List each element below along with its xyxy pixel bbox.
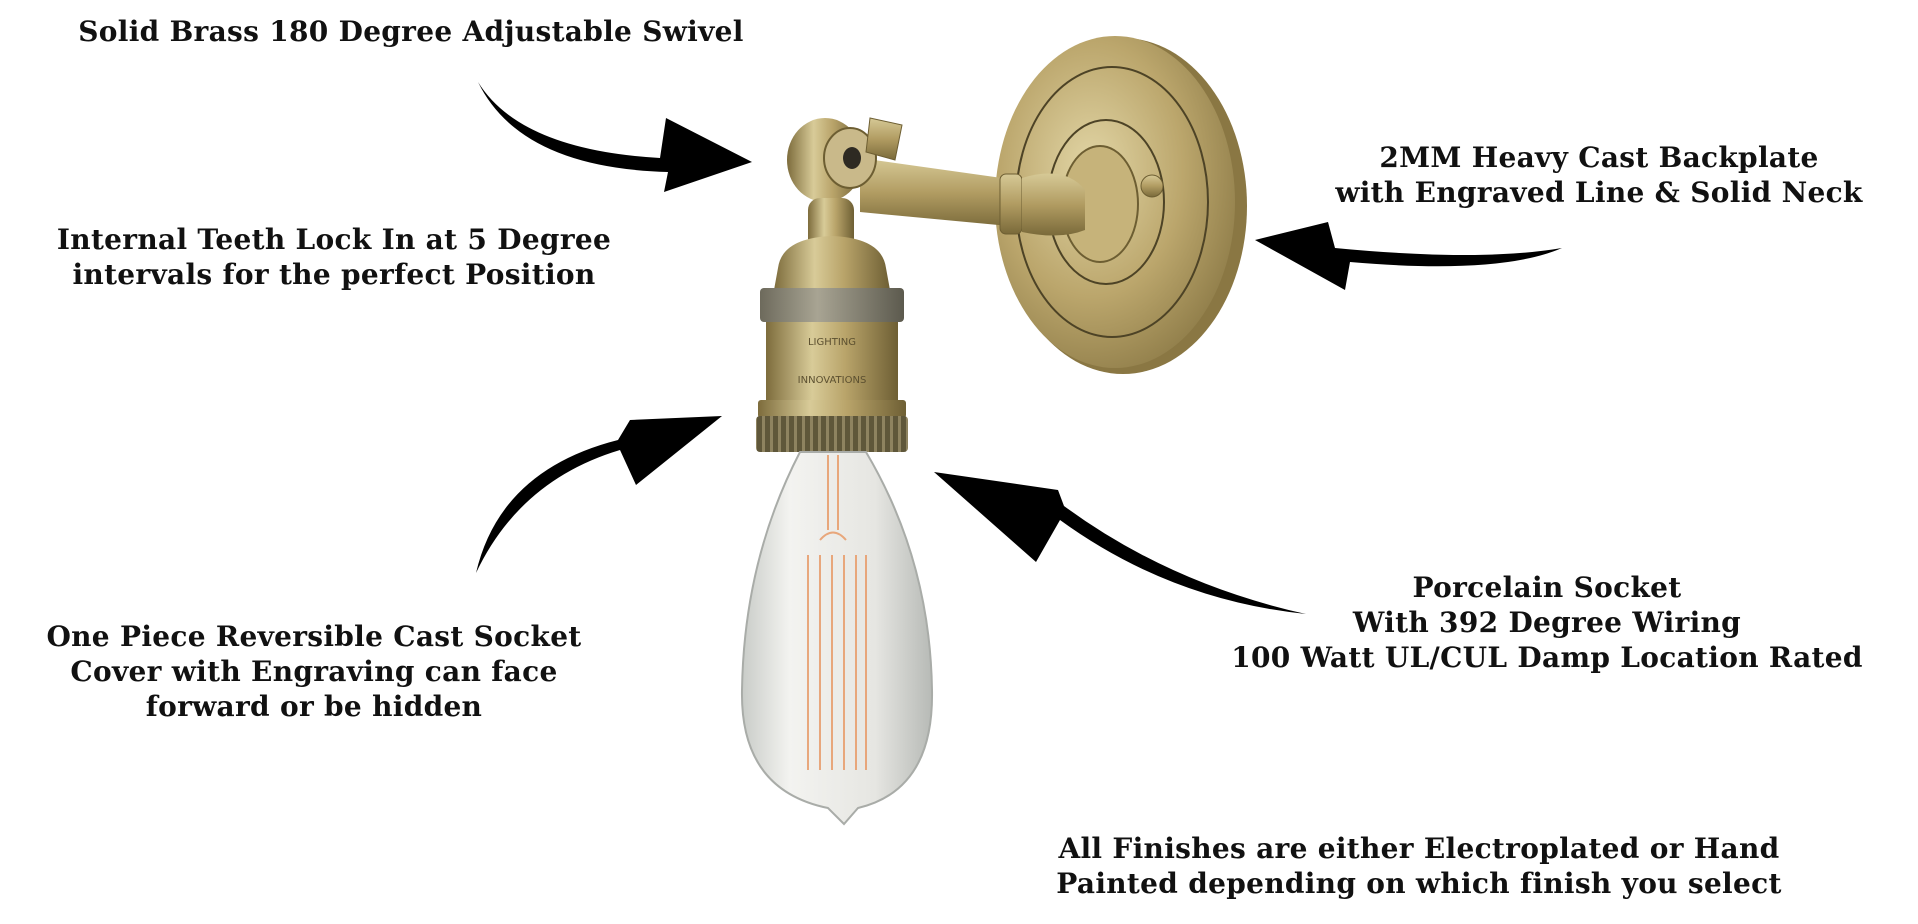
edison-bulb [740,451,934,826]
filament [807,455,867,770]
callout-finishes: All Finishes are either Electroplated or… [1056,832,1782,900]
arrow-icon [1255,222,1562,290]
socket-cover: LIGHTING INNOVATIONS [756,236,908,452]
callout-arrows [476,82,1562,614]
callout-swivel: Solid Brass 180 Degree Adjustable Swivel [78,15,744,48]
arrow-icon [478,82,752,192]
callout-socket-cover: One Piece Reversible Cast Socket Cover w… [46,620,582,723]
arm [860,158,1085,236]
callout-teeth-lock: Internal Teeth Lock In at 5 Degree inter… [56,223,612,291]
callout-backplate: 2MM Heavy Cast Backplate with Engraved L… [1335,141,1863,209]
arrow-icon [934,472,1306,614]
engraving-text: LIGHTING [808,337,856,348]
engraving-text: INNOVATIONS [798,375,867,386]
backplate [995,36,1247,374]
arrow-icon [476,416,722,573]
callout-porcelain-socket: Porcelain Socket With 392 Degree Wiring … [1231,571,1863,674]
